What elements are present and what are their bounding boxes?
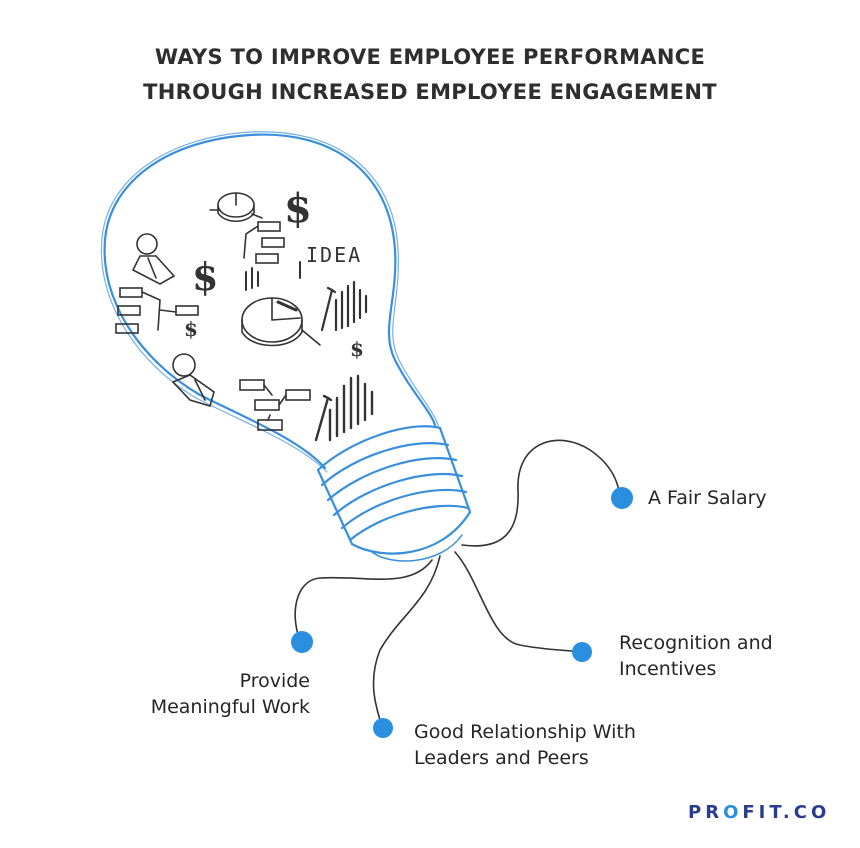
dollar-icon-2: $ xyxy=(192,254,218,299)
label-line: Leaders and Peers xyxy=(414,747,589,769)
bulb-doodles: $ $ $ $ IDEA xyxy=(115,185,374,442)
page-title: WAYS TO IMPROVE EMPLOYEE PERFORMANCE THR… xyxy=(0,40,860,110)
idea-text: IDEA xyxy=(306,243,362,267)
label-line: Meaningful Work xyxy=(150,696,310,718)
label-line: Provide xyxy=(239,670,310,692)
org-chart-icon-3 xyxy=(239,379,311,431)
dollar-icon-3: $ xyxy=(184,317,198,341)
label-line: Recognition and xyxy=(619,632,773,654)
profit-co-logo: PROFIT.CO xyxy=(688,802,830,823)
bar-chart-icon-3 xyxy=(245,261,301,291)
label-fair-salary: A Fair Salary xyxy=(648,485,767,511)
connector-wires xyxy=(294,439,621,727)
dot-meaningful-work xyxy=(291,631,313,653)
wire-recognition xyxy=(454,551,583,653)
label-meaningful-work: Provide Meaningful Work xyxy=(110,668,310,720)
org-chart-icon-1 xyxy=(115,287,199,334)
logo-text-start: PR xyxy=(688,802,724,823)
logo-text-end: FIT.CO xyxy=(742,802,831,823)
wire-meaningful-work xyxy=(294,559,433,641)
pie-chart-icon-2 xyxy=(241,297,321,347)
person-icon-1 xyxy=(131,233,176,285)
bar-chart-icon-1 xyxy=(320,280,368,332)
title-line-1: WAYS TO IMPROVE EMPLOYEE PERFORMANCE xyxy=(154,45,706,69)
bar-chart-icon-2 xyxy=(314,374,374,442)
wire-relationship xyxy=(372,555,441,727)
wire-fair-salary xyxy=(461,439,621,547)
dollar-icon-4: $ xyxy=(350,337,364,361)
bulb-outline xyxy=(100,131,472,562)
logo-target-icon: O xyxy=(723,802,743,823)
person-icon-2 xyxy=(171,353,215,407)
dot-relationship xyxy=(373,718,393,738)
dollar-icons: $ $ $ $ xyxy=(184,185,364,361)
title-line-2: THROUGH INCREASED EMPLOYEE ENGAGEMENT xyxy=(143,80,717,104)
org-chart-icon-2 xyxy=(243,221,285,264)
pie-chart-icon-1 xyxy=(209,192,263,223)
label-line: Incentives xyxy=(619,658,717,680)
label-line: A Fair Salary xyxy=(648,487,767,509)
dot-recognition xyxy=(572,642,592,662)
bullet-dots xyxy=(291,487,633,738)
dot-fair-salary xyxy=(611,487,633,509)
label-line: Good Relationship With xyxy=(414,721,636,743)
dollar-icon-1: $ xyxy=(284,185,312,232)
label-recognition: Recognition and Incentives xyxy=(619,630,773,682)
label-relationship: Good Relationship With Leaders and Peers xyxy=(414,719,636,771)
